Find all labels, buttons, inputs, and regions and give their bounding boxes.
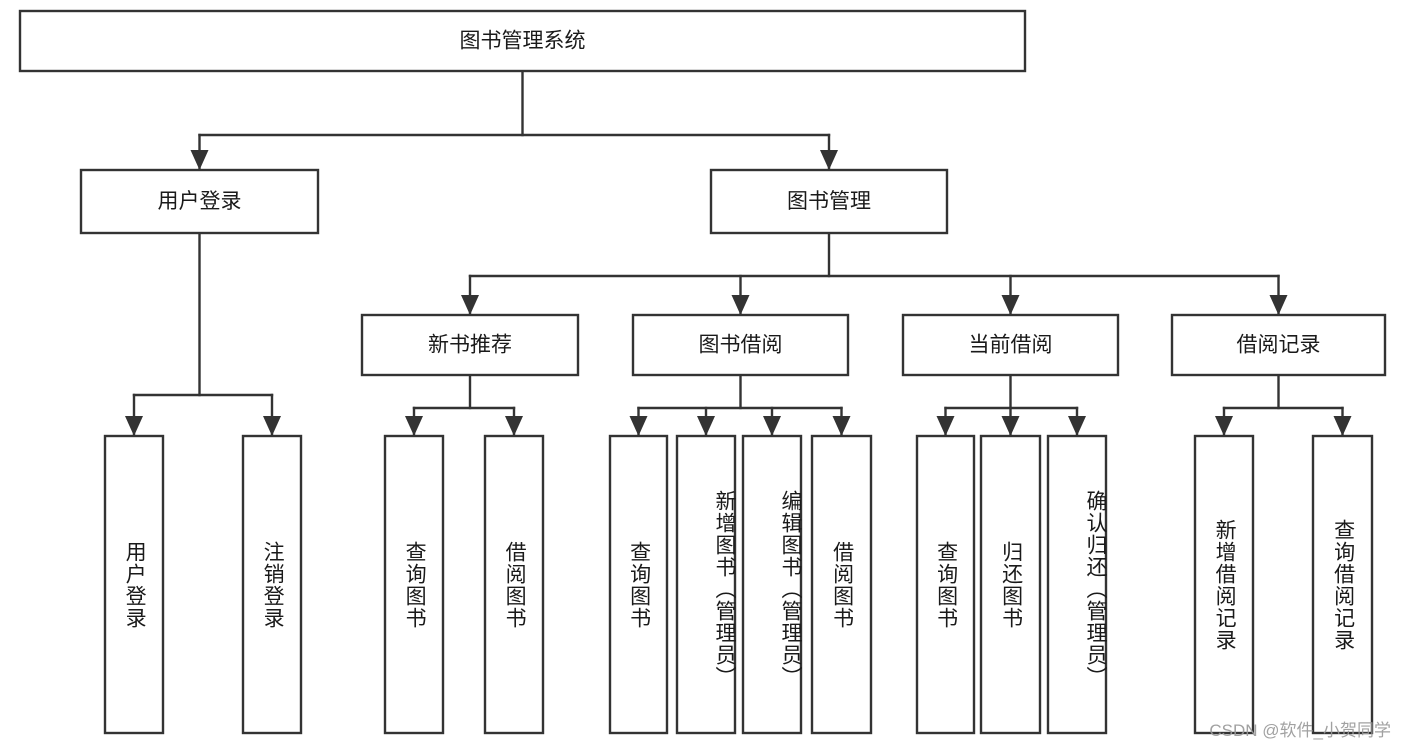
node-box-leaf-user-login[interactable] bbox=[103, 434, 165, 735]
node-leaf-borrow-book[interactable] bbox=[810, 434, 873, 735]
node-box-leaf-borrow-book-rec[interactable] bbox=[483, 434, 545, 735]
node-box-leaf-return-book[interactable] bbox=[979, 434, 1042, 735]
node-box-borrow-record[interactable] bbox=[1170, 313, 1387, 377]
node-box-leaf-borrow-book[interactable] bbox=[810, 434, 873, 735]
arrow-head-current-borrow bbox=[1001, 295, 1020, 315]
arrow-head-leaf-query-book-borrow bbox=[629, 416, 648, 436]
arrow-head-new-book-recommend bbox=[461, 295, 479, 315]
node-label-borrow-record: 借阅记录 bbox=[1237, 334, 1321, 357]
node-book-borrow[interactable]: 图书借阅 bbox=[631, 313, 850, 377]
node-leaf-borrow-book-rec[interactable] bbox=[483, 434, 545, 735]
node-leaf-query-borrow-record[interactable] bbox=[1311, 434, 1374, 735]
node-leaf-edit-book-admin[interactable] bbox=[741, 434, 803, 735]
node-box-leaf-confirm-return-admin[interactable] bbox=[1046, 434, 1108, 735]
arrow-head-leaf-logout-login bbox=[263, 416, 281, 436]
node-box-leaf-query-book-borrow[interactable] bbox=[608, 434, 669, 735]
watermark-text: CSDN @软件_小贺同学 bbox=[1209, 721, 1391, 740]
arrow-head-leaf-query-book-cur bbox=[936, 416, 955, 436]
node-borrow-record[interactable]: 借阅记录 bbox=[1170, 313, 1387, 377]
node-label-book-manage: 图书管理 bbox=[787, 190, 871, 213]
node-label-new-book-recommend: 新书推荐 bbox=[428, 334, 512, 357]
node-label-book-borrow: 图书借阅 bbox=[699, 334, 783, 357]
node-box-current-borrow[interactable] bbox=[901, 313, 1120, 377]
node-box-book-manage[interactable] bbox=[709, 168, 949, 235]
arrow-head-borrow-record bbox=[1269, 295, 1288, 315]
arrow-head-leaf-query-book-rec bbox=[405, 416, 423, 436]
node-box-leaf-query-book-rec[interactable] bbox=[383, 434, 445, 735]
node-box-leaf-edit-book-admin[interactable] bbox=[741, 434, 803, 735]
node-label-current-borrow: 当前借阅 bbox=[969, 334, 1053, 357]
node-box-book-borrow[interactable] bbox=[631, 313, 850, 377]
node-new-book-recommend[interactable]: 新书推荐 bbox=[360, 313, 580, 377]
arrow-head-leaf-edit-book-admin bbox=[763, 416, 781, 436]
node-root[interactable]: 图书管理系统 bbox=[18, 9, 1027, 73]
node-leaf-add-book-admin[interactable] bbox=[675, 434, 737, 735]
node-box-leaf-add-book-admin[interactable] bbox=[675, 434, 737, 735]
node-label-root: 图书管理系统 bbox=[460, 30, 586, 53]
connector-edges-layer bbox=[125, 69, 1352, 438]
node-box-leaf-logout-login[interactable] bbox=[241, 434, 303, 735]
arrow-head-leaf-return-book bbox=[1001, 416, 1020, 436]
node-box-user-login[interactable] bbox=[79, 168, 320, 235]
node-label-user-login: 用户登录 bbox=[158, 190, 242, 213]
arrow-head-leaf-borrow-book-rec bbox=[505, 416, 523, 436]
node-leaf-logout-login[interactable] bbox=[241, 434, 303, 735]
node-leaf-add-borrow-record[interactable] bbox=[1193, 434, 1255, 735]
node-leaf-query-book-borrow[interactable] bbox=[608, 434, 669, 735]
node-leaf-return-book[interactable] bbox=[979, 434, 1042, 735]
node-leaf-query-book-cur[interactable] bbox=[915, 434, 976, 735]
node-box-root[interactable] bbox=[18, 9, 1027, 73]
node-box-leaf-query-borrow-record[interactable] bbox=[1311, 434, 1374, 735]
arrow-head-user-login bbox=[190, 150, 209, 170]
arrow-head-book-manage bbox=[820, 150, 838, 170]
arrow-head-leaf-borrow-book bbox=[832, 416, 851, 436]
node-box-leaf-query-book-cur[interactable] bbox=[915, 434, 976, 735]
node-leaf-user-login[interactable] bbox=[103, 434, 165, 735]
arrow-head-leaf-add-book-admin bbox=[697, 416, 715, 436]
node-book-manage[interactable]: 图书管理 bbox=[709, 168, 949, 235]
node-box-leaf-add-borrow-record[interactable] bbox=[1193, 434, 1255, 735]
node-current-borrow[interactable]: 当前借阅 bbox=[901, 313, 1120, 377]
arrow-head-leaf-add-borrow-record bbox=[1215, 416, 1233, 436]
node-box-new-book-recommend[interactable] bbox=[360, 313, 580, 377]
arrow-head-leaf-query-borrow-record bbox=[1333, 416, 1352, 436]
arrow-head-leaf-confirm-return-admin bbox=[1068, 416, 1086, 436]
arrow-head-leaf-user-login bbox=[125, 416, 143, 436]
arrow-head-book-borrow bbox=[731, 295, 750, 315]
node-leaf-query-book-rec[interactable] bbox=[383, 434, 445, 735]
node-leaf-confirm-return-admin[interactable] bbox=[1046, 434, 1108, 735]
node-user-login[interactable]: 用户登录 bbox=[79, 168, 320, 235]
